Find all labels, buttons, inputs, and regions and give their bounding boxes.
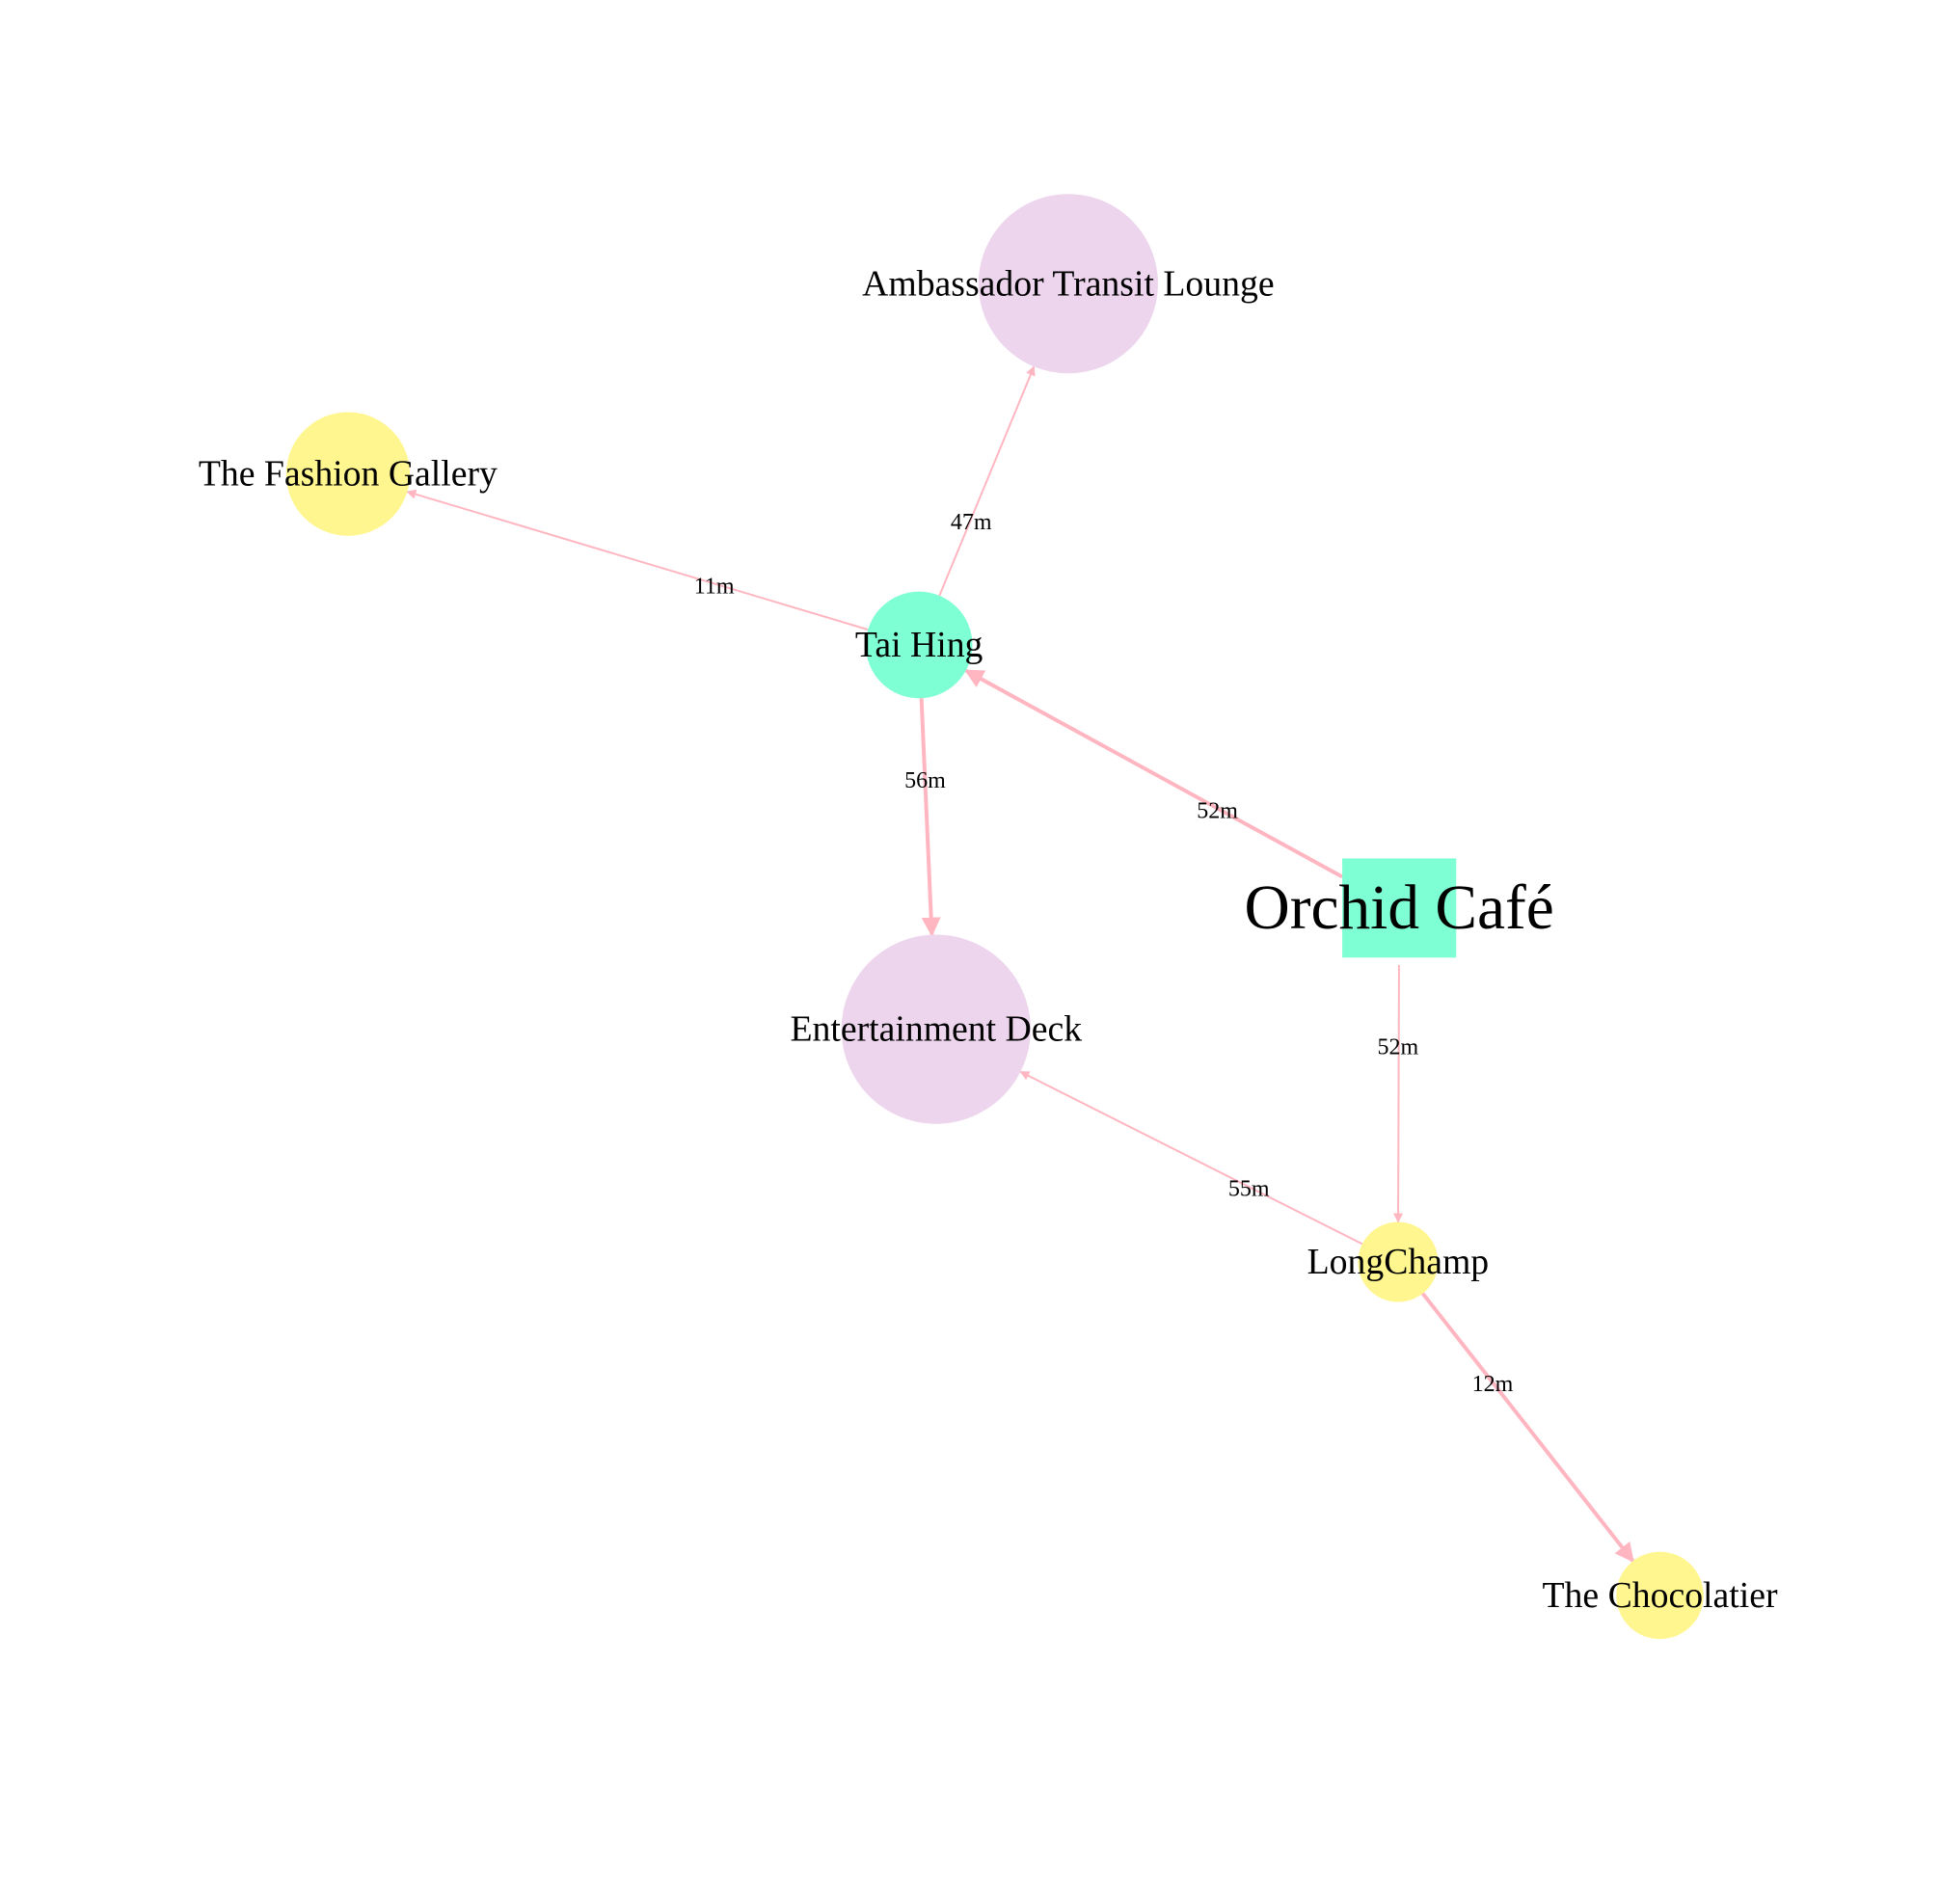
node-chocolatier [1616,1551,1704,1640]
node-label-ambassador: Ambassador Transit Lounge [862,263,1274,304]
edge-taihing-entertainment [919,698,941,937]
edge-label-taihing-fashion: 11m [694,575,735,600]
edge-label-longchamp-chocolatier: 12m [1472,1372,1514,1397]
node-label-orchid: Orchid Café [1245,873,1554,943]
node-longchamp [1358,1221,1439,1302]
edges-layer [406,365,1635,1563]
edge-labels-layer: 47m 11m 52m 56m 52m 55m 12m [694,510,1514,1397]
edge-label-taihing-ambassador: 47m [951,510,992,535]
node-orchid [1342,858,1457,958]
node-label-fashion: The Fashion Gallery [199,454,498,495]
node-entertainment [841,934,1031,1124]
node-label-longchamp: LongChamp [1307,1242,1490,1282]
node-label-entertainment: Entertainment Deck [790,1009,1082,1050]
edge-label-taihing-entertainment: 56m [904,768,946,793]
node-ambassador [978,194,1158,374]
edge-label-orchid-longchamp: 52m [1378,1034,1419,1059]
edge-orchid-longchamp [1393,964,1404,1223]
edge-taihing-ambassador [938,365,1036,597]
nodes-layer [285,194,1704,1640]
edge-longchamp-chocolatier [1420,1292,1635,1563]
node-label-chocolatier: The Chocolatier [1543,1575,1778,1616]
node-fashion [285,412,411,536]
edge-longchamp-entertainment [1019,1070,1363,1246]
edge-label-longchamp-entertainment: 55m [1228,1177,1270,1202]
edge-orchid-taihing [963,668,1344,879]
edge-taihing-fashion [406,489,869,631]
node-label-taihing: Tai Hing [855,625,983,665]
edge-label-orchid-taihing: 52m [1197,798,1238,823]
node-taihing [865,591,973,699]
